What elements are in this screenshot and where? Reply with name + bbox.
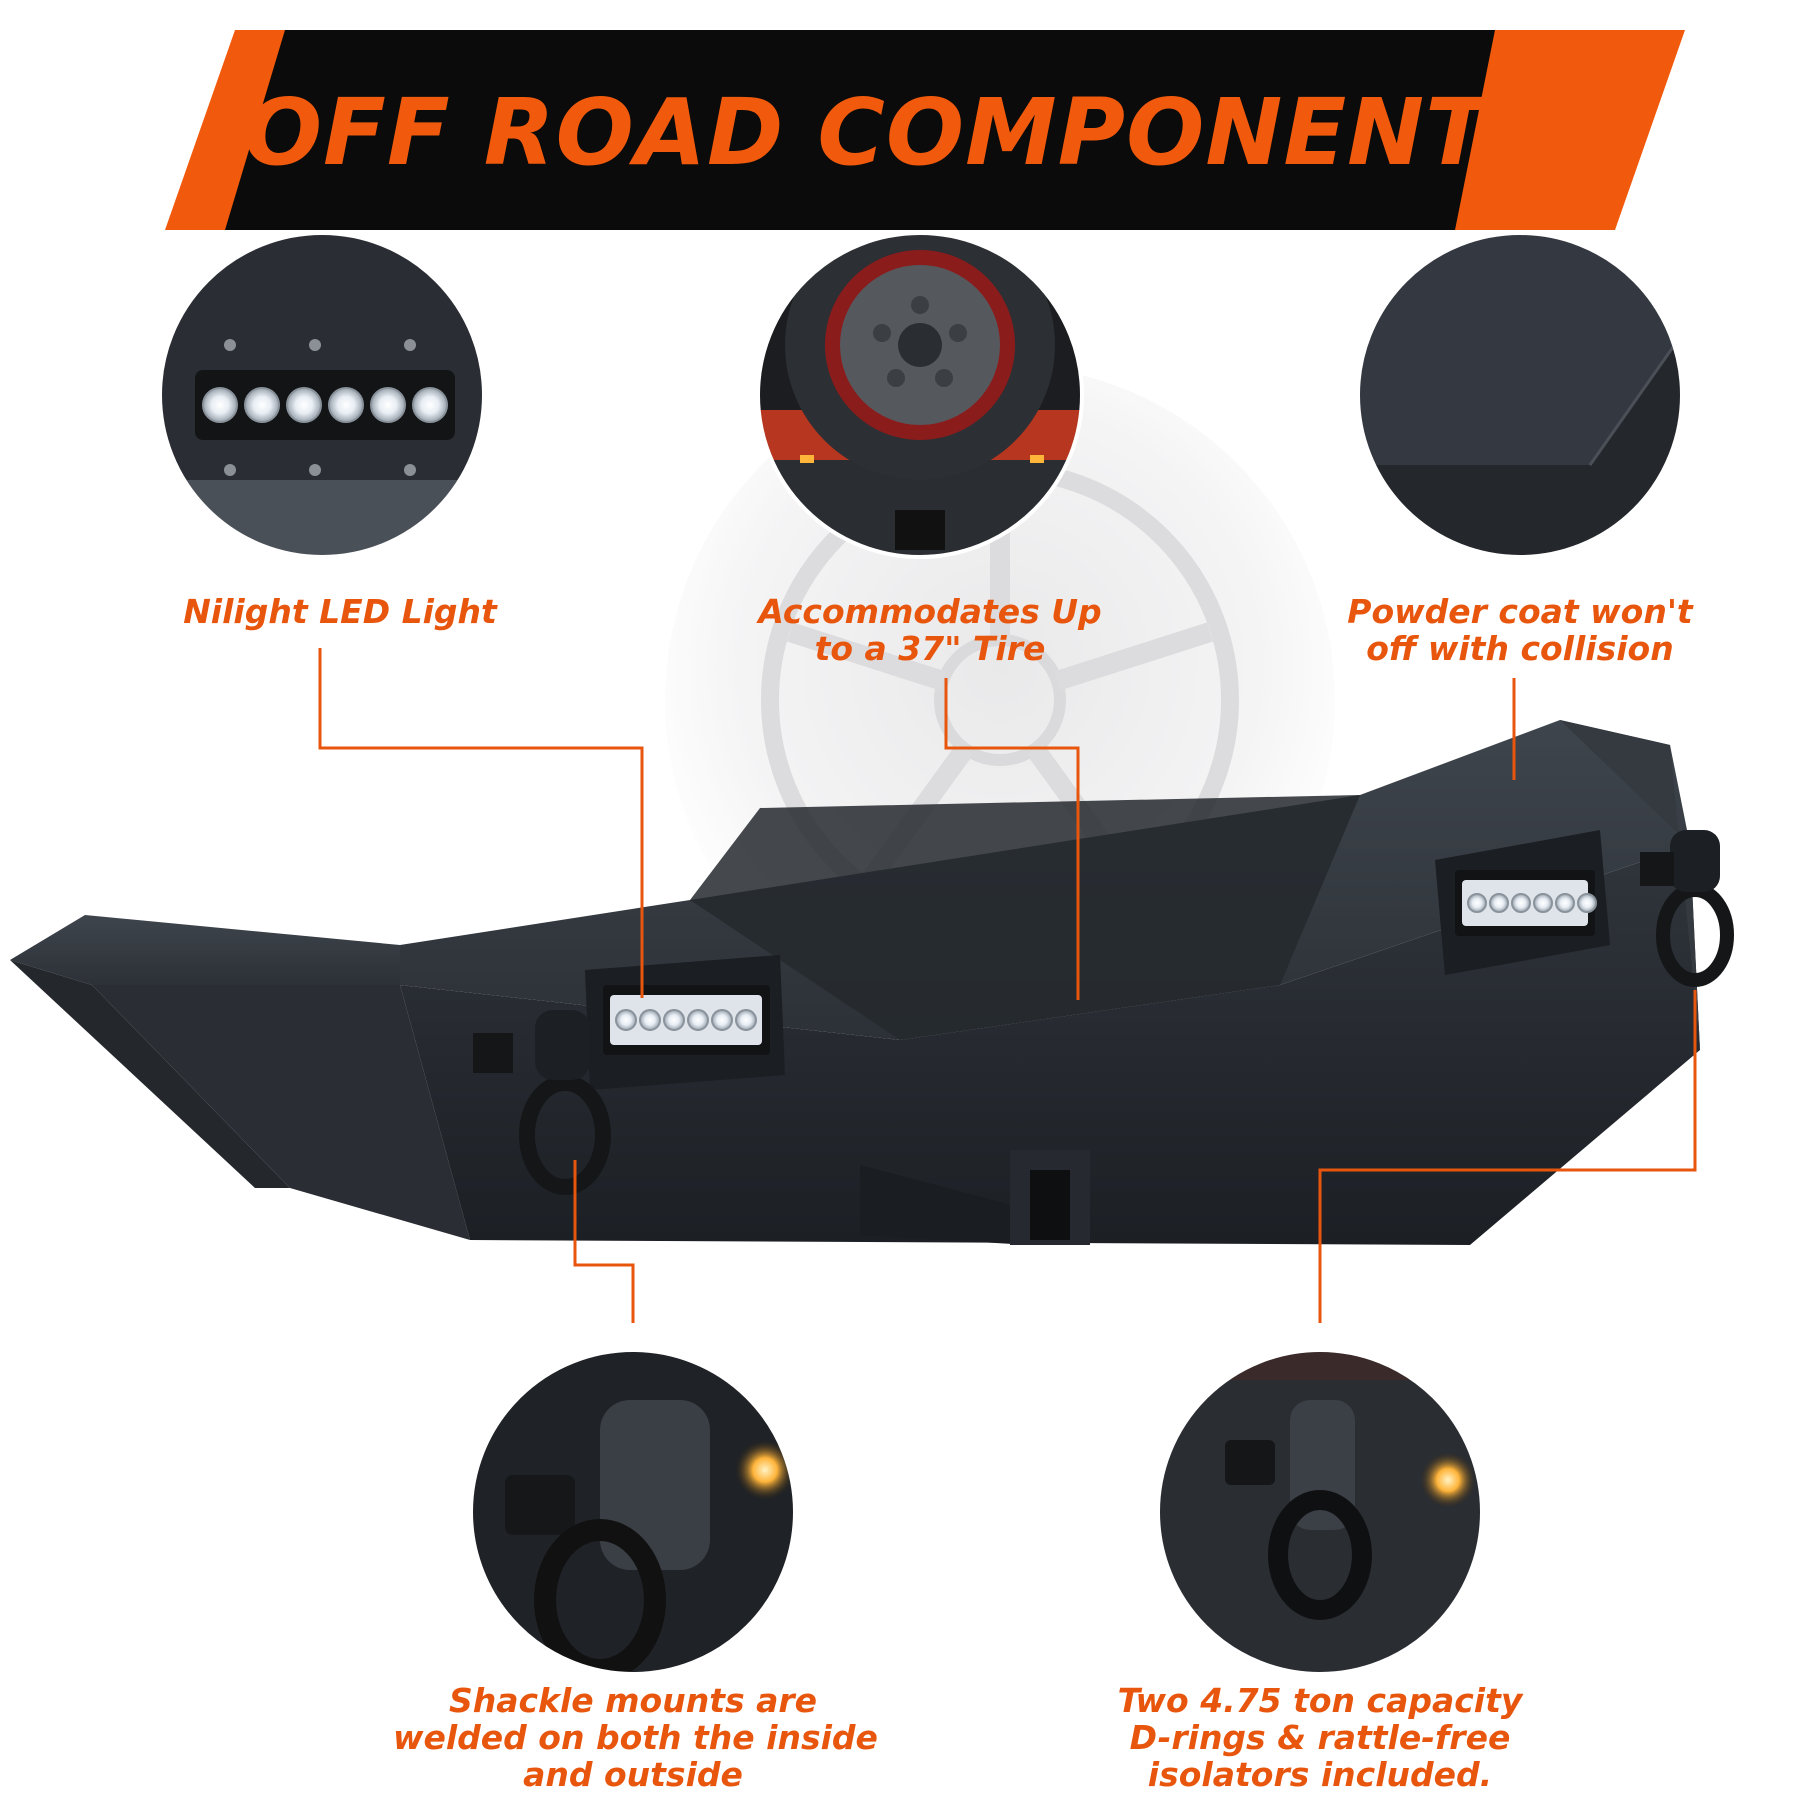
callout-led-light: Nilight LED Light — [150, 593, 530, 630]
callout-shackle-mounts-line-2: welded on both the inside — [393, 1718, 878, 1757]
detail-circle-d-ring — [1158, 1350, 1482, 1674]
led-dot — [1467, 893, 1487, 913]
bumper-led-right — [1467, 893, 1597, 913]
callout-d-rings-line-3: isolators included. — [1147, 1755, 1493, 1794]
bumper-led-left — [615, 1009, 757, 1031]
led-dot — [1555, 893, 1575, 913]
callout-tire-line-1: Accommodates Up — [758, 592, 1102, 631]
rear-bumper — [10, 720, 1734, 1245]
detail-circle-powder-coat — [1358, 233, 1682, 557]
leader-line-shackle — [573, 1160, 635, 1323]
callout-shackle-mounts-line-1: Shackle mounts are — [448, 1681, 818, 1720]
leader-lines — [318, 648, 1697, 1323]
led-dot — [687, 1009, 709, 1031]
callout-tire-line-2: to a 37" Tire — [814, 629, 1046, 668]
callout-powder-coat-line-2: off with collision — [1366, 629, 1674, 668]
led-dot — [711, 1009, 733, 1031]
led-dot — [663, 1009, 685, 1031]
callout-powder-coat-line-1: Powder coat won't — [1347, 592, 1693, 631]
led-dot — [1511, 893, 1531, 913]
callout-d-rings: Two 4.75 ton capacity D-rings & rattle-f… — [1090, 1682, 1550, 1793]
banner — [165, 30, 1685, 230]
led-dot — [1577, 893, 1597, 913]
leader-line-tire — [944, 678, 1080, 1000]
callout-shackle-mounts: Shackle mounts are welded on both the in… — [393, 1681, 878, 1794]
led-bar-detail — [202, 387, 448, 423]
led-dot — [412, 387, 448, 423]
callout-led-light-line-1: Nilight LED Light — [183, 592, 497, 631]
detail-circle-led — [160, 233, 484, 557]
led-dot — [244, 387, 280, 423]
callout-d-rings-line-2: D-rings & rattle-free — [1129, 1718, 1511, 1757]
leader-line-led — [318, 648, 644, 998]
led-dot — [615, 1009, 637, 1031]
callout-d-rings-line-1: Two 4.75 ton capacity — [1117, 1681, 1523, 1720]
callout-tire: Accommodates Up to a 37" Tire — [740, 593, 1120, 667]
led-dot — [328, 387, 364, 423]
page-title: OFF ROAD COMPONENTS — [243, 78, 1557, 186]
led-dot — [639, 1009, 661, 1031]
leader-line-d-ring — [1318, 990, 1697, 1323]
callout-powder-coat: Powder coat won't off with collision — [1320, 593, 1720, 667]
led-dot — [1533, 893, 1553, 913]
led-dot — [370, 387, 406, 423]
detail-circle-shackle-mount — [471, 1350, 795, 1674]
banner-dark-panel — [225, 30, 1495, 230]
callout-shackle-mounts-line-3: and outside — [523, 1755, 743, 1794]
detail-circle-tire — [758, 233, 1082, 557]
led-dot — [202, 387, 238, 423]
led-dot — [735, 1009, 757, 1031]
led-dot — [286, 387, 322, 423]
led-dot — [1489, 893, 1509, 913]
